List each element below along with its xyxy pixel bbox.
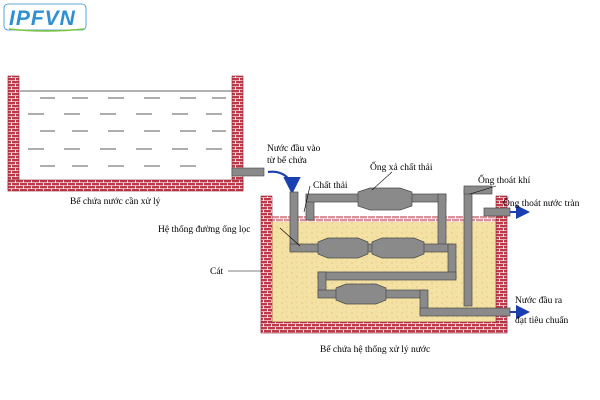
- waste-pipe-label: Ống xả chất thải: [370, 160, 433, 173]
- waste-riser-right: [437, 193, 447, 247]
- tank1-floor: [7, 179, 244, 192]
- vent-pipe-vertical: [463, 189, 473, 307]
- filter-chamber-1a: [317, 237, 369, 259]
- overflow-pipe-label: Ống thoát nước tràn: [503, 196, 580, 209]
- leader-lines: [228, 171, 497, 272]
- inlet-flow-arrow: [267, 170, 301, 195]
- inlet-vertical-pipe: [289, 191, 299, 251]
- filter-chamber-3a: [335, 283, 387, 305]
- tank2-caption: Bể chứa hệ thống xử lý nước: [320, 344, 430, 355]
- filter-pipe-system: [289, 185, 511, 317]
- waste-chamber: [357, 187, 413, 211]
- tank2-left-wall: [260, 195, 273, 333]
- waste-label: Chất thải: [313, 180, 348, 191]
- outlet-label-line1: Nước đầu ra: [515, 295, 563, 306]
- tank1-left-wall: [7, 75, 20, 191]
- waste-layer: [272, 216, 496, 222]
- raw-water-tank: [7, 75, 265, 192]
- tank1-outlet-pipe: [231, 167, 265, 177]
- sand-label: Cát: [210, 267, 224, 277]
- vent-pipe-label: Ống thoát khí: [478, 173, 531, 186]
- filter-chamber-1b: [371, 237, 425, 259]
- inlet-label-line1: Nước đầu vào: [267, 143, 321, 154]
- logo-frame: [3, 3, 87, 31]
- filter-pipe-row1: [289, 243, 451, 253]
- outlet-pipe: [419, 307, 511, 317]
- logo: IPFVN: [3, 3, 87, 32]
- filter-pipe-row2: [317, 271, 457, 281]
- water-surface-lines: [20, 90, 232, 167]
- logo-text: IPFVN: [9, 7, 76, 30]
- overflow-pipe: [483, 207, 511, 217]
- inlet-label-line2: từ bể chứa: [267, 155, 308, 166]
- outlet-label-line2: đạt tiêu chuẩn: [515, 315, 569, 326]
- filter-pipes-label: Hệ thống đường ống lọc: [158, 224, 251, 235]
- logo-swoosh: [8, 28, 85, 32]
- tank2-floor: [260, 321, 508, 334]
- vent-pipe-top: [463, 185, 493, 195]
- tank1-caption: Bể chứa nước cần xử lý: [70, 196, 161, 207]
